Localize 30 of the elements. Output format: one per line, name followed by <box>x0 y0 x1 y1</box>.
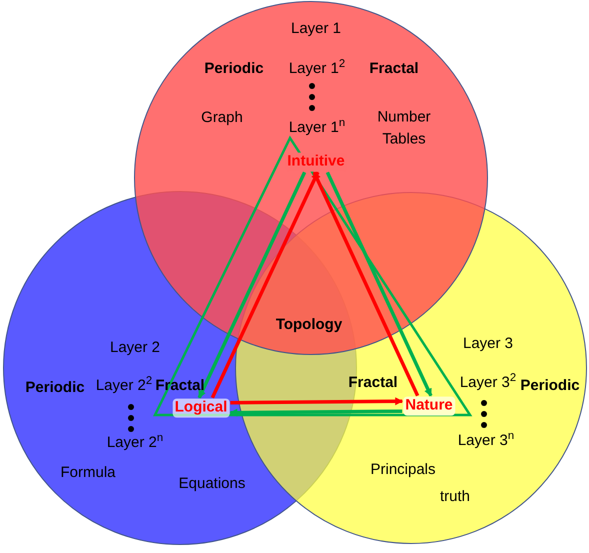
layer-label: Equations <box>178 474 246 494</box>
layer-label: Formula <box>60 463 116 484</box>
category-label: Fractal <box>369 59 419 80</box>
layer-label: Layer 3$^{n}$ <box>458 430 514 452</box>
category-label: Fractal <box>348 373 398 394</box>
arrow <box>326 172 432 397</box>
category-label: Periodic <box>204 59 264 80</box>
vertex-label: Intuitive <box>285 152 347 172</box>
layer-label: truth <box>440 487 470 508</box>
arrow <box>210 171 320 398</box>
layer-label: Layer 1$^{n}$ <box>288 117 346 138</box>
layer-label: Layer 3 <box>462 334 514 354</box>
arrow <box>312 171 420 396</box>
layer-label: Layer 1 <box>290 19 342 40</box>
arrow <box>198 172 306 399</box>
category-label: Periodic <box>25 378 85 398</box>
layer-label: Layer 2 <box>110 338 160 358</box>
layer-label: Layer 2$^{n}$ <box>106 432 164 454</box>
vertex-label: Logical <box>172 398 230 418</box>
layer-label: Layer 2$^{2}$ <box>96 375 152 396</box>
layer-label: Layer 1$^{2}$ <box>288 58 346 80</box>
arrow <box>229 408 402 417</box>
arrow <box>230 397 404 406</box>
vertex-label: Nature <box>403 396 455 416</box>
layer-label: Layer 3$^{2}$ <box>460 372 516 394</box>
center-label: Topology <box>276 314 342 335</box>
layer-label: Principals <box>370 460 436 480</box>
layer-label: Number Tables <box>376 107 432 149</box>
category-label: Periodic <box>520 376 580 396</box>
layer-label: Graph <box>201 108 243 128</box>
